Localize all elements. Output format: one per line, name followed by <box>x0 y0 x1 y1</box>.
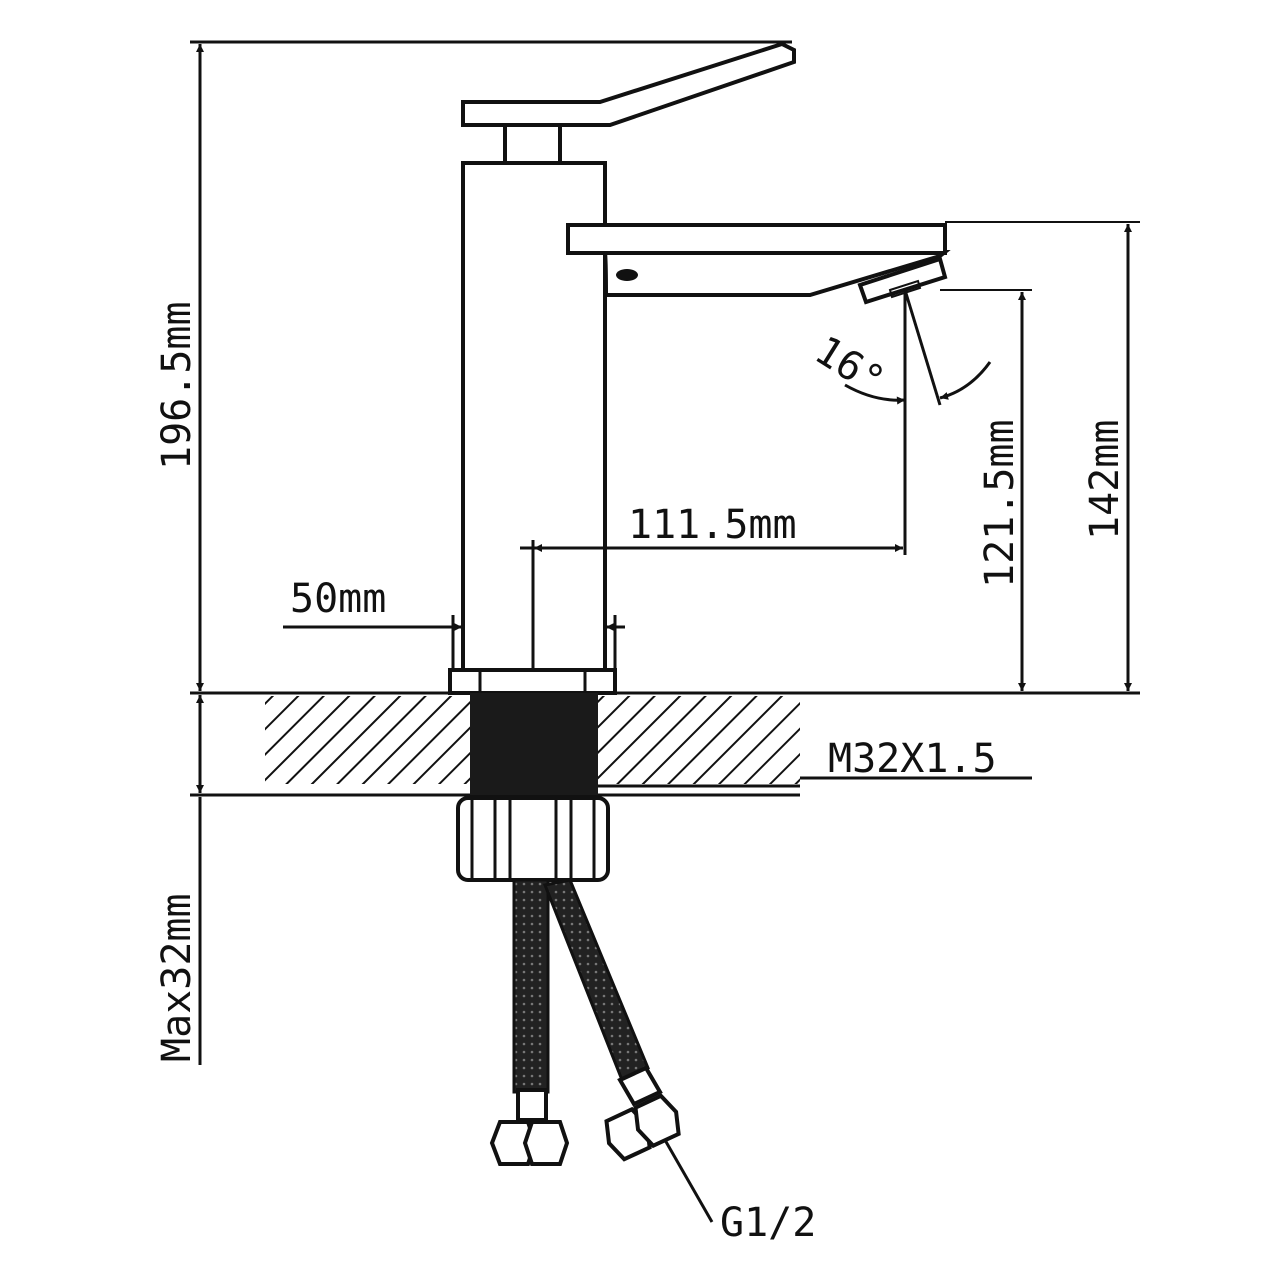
base-width-label: 50mm <box>290 576 386 622</box>
mounting-nut <box>456 796 610 882</box>
spout-reach-label: 111.5mm <box>628 502 797 548</box>
spray-angle-label: 16° <box>807 327 893 404</box>
thread-label: M32X1.5 <box>828 736 997 782</box>
hose-connectors <box>489 1093 681 1166</box>
thread-annotation: M32X1.5 <box>800 736 1032 782</box>
faucet-handle <box>461 41 796 165</box>
base-ring <box>448 668 617 695</box>
faucet-spout <box>566 223 951 305</box>
counter-thickness-dimension: Max32mm <box>154 695 204 1065</box>
threaded-shank <box>470 693 598 795</box>
spray-angle-annotation: 16° <box>807 289 992 555</box>
counter-thickness-label: Max32mm <box>154 893 200 1062</box>
hose-connection-label: G1/2 <box>720 1200 816 1246</box>
countertop-section <box>190 691 1140 797</box>
total-height-dimension: 196.5mm <box>154 40 792 691</box>
hose-connection-annotation: G1/2 <box>663 1139 816 1246</box>
spout-reach-dimension: 111.5mm <box>520 502 903 670</box>
total-height-label: 196.5mm <box>154 301 200 470</box>
spout-height-dimension: 142mm <box>945 221 1140 691</box>
outlet-height-label: 121.5mm <box>977 419 1023 588</box>
spout-height-label: 142mm <box>1082 420 1128 540</box>
outlet-height-dimension: 121.5mm <box>940 289 1032 691</box>
supply-hoses <box>512 878 663 1122</box>
